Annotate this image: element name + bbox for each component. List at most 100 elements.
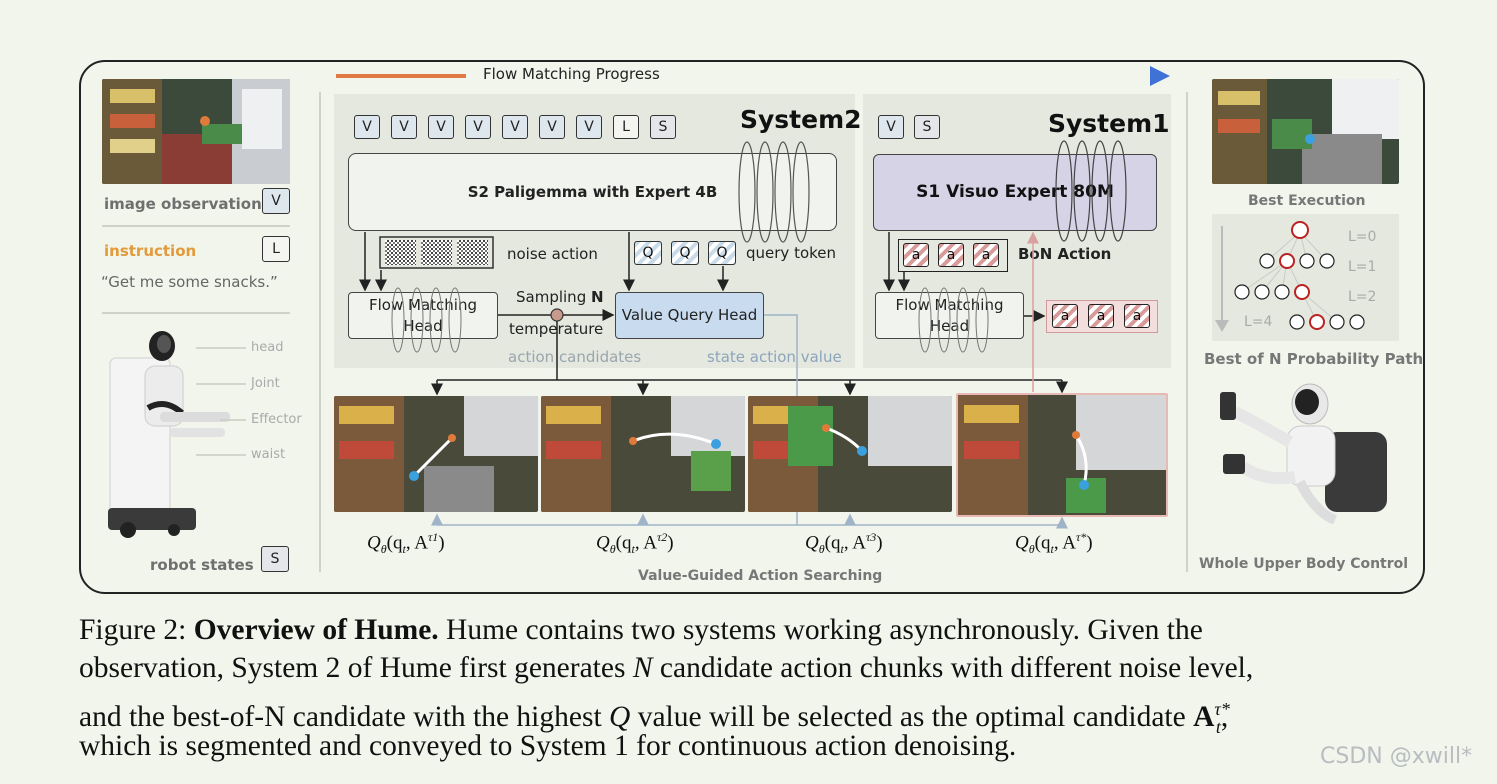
q-t: t — [631, 542, 635, 557]
system1-title: System1 — [1048, 109, 1170, 138]
q-label-2: Qθ(qt, Aτ2) — [596, 530, 674, 557]
q-label-best: Qθ(qt, Aτ*) — [1015, 530, 1093, 557]
caption-title: Overview of Hume. — [193, 614, 439, 646]
bon-action-box — [898, 239, 1008, 272]
candidate-image-2 — [541, 396, 745, 512]
tau-star: τ* — [1076, 530, 1087, 544]
bon-path-label: Best of N Probability Path — [1204, 350, 1424, 368]
instruction-label: instruction — [104, 242, 197, 260]
query-token-label: query token — [746, 244, 837, 262]
image-observation-label: image observation — [104, 195, 262, 213]
a-token: a — [1124, 304, 1150, 328]
caption-math-q: Q — [609, 700, 631, 733]
s2-token-l: L — [613, 115, 639, 139]
right-divider — [1186, 92, 1188, 572]
caption-text: candidate action chunks with different n… — [659, 652, 1254, 684]
q-args: (q — [1034, 532, 1051, 554]
q-t: t — [840, 542, 844, 557]
sampling-text: Sampling — [516, 288, 587, 306]
q-close: ) — [1086, 532, 1093, 554]
noise-action-label: noise action — [507, 245, 598, 263]
q-label-1: Qθ(qt, Aτ1) — [367, 530, 445, 557]
v-badge: V — [262, 188, 290, 214]
observation-image — [102, 79, 290, 184]
instruction-quote: “Get me some snacks.” — [101, 273, 278, 291]
candidate-image-3 — [748, 396, 952, 512]
best-execution-image — [1212, 79, 1399, 184]
q-args: (q — [824, 532, 841, 554]
q-token: Q — [671, 241, 699, 265]
robot-states-label: robot states — [150, 556, 254, 574]
s2-token-v: V — [539, 115, 565, 139]
tau-3: τ3 — [866, 530, 877, 544]
q-args: (q — [386, 532, 403, 554]
caption-text: , — [1220, 700, 1229, 733]
part-joint: Joint — [251, 376, 280, 391]
s2-token-v: V — [428, 115, 454, 139]
caption-line-3: and the best-of-N candidate with the hig… — [79, 690, 1230, 746]
s2-coil-top — [738, 141, 810, 243]
system2-tokens: V V V V V V V L S — [354, 115, 676, 139]
action-candidates-label: action candidates — [508, 348, 642, 366]
s-badge: S — [261, 546, 289, 572]
query-tokens: Q Q Q — [634, 241, 736, 265]
q-comma: , A — [843, 532, 866, 554]
s2-token-s: S — [650, 115, 676, 139]
caption-text: and the best-of-N candidate with the hig… — [79, 700, 602, 733]
caption-math-a: A — [1193, 700, 1215, 733]
robot-image — [108, 331, 230, 538]
caption-line-1: Figure 2: Overview of Hume. Hume contain… — [79, 611, 1203, 649]
q-sub: θ — [609, 542, 616, 557]
tau-2: τ2 — [657, 530, 668, 544]
s2-token-v: V — [391, 115, 417, 139]
system2-title: System2 — [740, 105, 862, 134]
candidate-image-best — [956, 393, 1168, 517]
caption-line1-rest: Hume contains two systems working asynch… — [446, 614, 1203, 646]
caption-text: value will be selected as the optimal ca… — [637, 700, 1186, 733]
q-close: ) — [438, 532, 445, 554]
q-sym: Q — [805, 532, 819, 554]
q-sym: Q — [1015, 532, 1029, 554]
q-close: ) — [667, 532, 674, 554]
caption-line-2: observation, System 2 of Hume first gene… — [79, 649, 1253, 687]
q-comma: , A — [634, 532, 657, 554]
s1-token-v: V — [878, 115, 904, 139]
level-1: L=1 — [1348, 259, 1377, 275]
best-execution-label: Best Execution — [1248, 193, 1366, 209]
caption-math-n: N — [632, 652, 653, 684]
q-t: t — [402, 542, 406, 557]
caption-math-t: t — [1215, 716, 1221, 737]
value-guided-label: Value-Guided Action Searching — [638, 568, 883, 584]
q-close: ) — [876, 532, 883, 554]
temperature-label: temperature — [509, 320, 604, 338]
progress-arrow — [336, 66, 1170, 86]
a-token: a — [903, 243, 929, 267]
system1-tokens: V S — [878, 115, 940, 139]
sampling-n: N — [591, 288, 604, 306]
bon-tokens: a a a — [903, 243, 999, 267]
left-sep-2 — [102, 312, 290, 314]
state-action-value-label: state action value — [707, 348, 842, 366]
caption-text: observation, System 2 of Hume first gene… — [79, 652, 626, 684]
q-sym: Q — [367, 532, 381, 554]
caption-line-4: which is segmented and conveyed to Syste… — [79, 730, 1017, 762]
s2-token-v: V — [576, 115, 602, 139]
level-4: L=4 — [1244, 314, 1273, 330]
q-sym: Q — [596, 532, 610, 554]
value-query-head: Value Query Head — [615, 292, 764, 339]
q-sub: θ — [818, 542, 825, 557]
sampling-label: Sampling N — [516, 288, 604, 306]
s1-coil — [1055, 140, 1127, 242]
progress-label: Flow Matching Progress — [483, 65, 660, 83]
watermark: CSDN @xwill* — [1320, 744, 1473, 769]
q-comma: , A — [405, 532, 428, 554]
caption-math-tau: τ* — [1214, 699, 1230, 719]
s2-token-v: V — [502, 115, 528, 139]
q-label-3: Qθ(qt, Aτ3) — [805, 530, 883, 557]
s1-token-s: S — [914, 115, 940, 139]
part-waist: waist — [251, 447, 286, 462]
left-sep-1 — [102, 225, 290, 227]
left-divider — [319, 92, 321, 572]
candidate-image-1 — [334, 396, 538, 512]
noise-action-chunks — [379, 236, 494, 269]
